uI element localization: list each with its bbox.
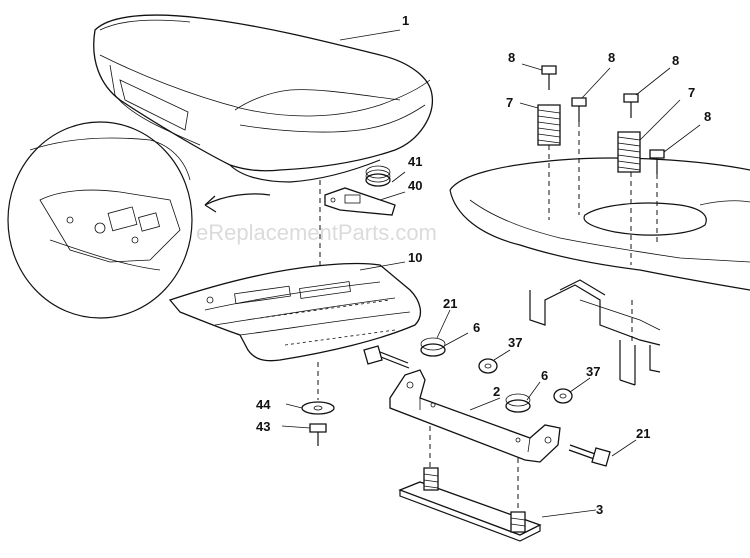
callout-37-lower: 37 — [586, 364, 600, 379]
callout-41: 41 — [408, 154, 422, 169]
callout-37-upper: 37 — [508, 335, 522, 350]
bolt-21-left — [363, 345, 410, 369]
mower-frame — [449, 157, 750, 386]
leader-lines — [281, 29, 701, 518]
washer-44 — [301, 401, 335, 415]
seat-pan — [168, 262, 422, 362]
callout-7-left: 7 — [506, 95, 513, 110]
bolt-21-right — [568, 444, 611, 467]
callout-1: 1 — [402, 13, 409, 28]
callout-8-c: 8 — [672, 53, 679, 68]
spring-7-right — [617, 131, 641, 173]
callout-2: 2 — [493, 384, 500, 399]
callout-44: 44 — [256, 397, 271, 412]
seat — [93, 14, 433, 183]
callout-43: 43 — [256, 419, 270, 434]
callout-10: 10 — [408, 250, 422, 265]
callout-6-upper: 6 — [473, 320, 480, 335]
spacer-37-upper — [478, 358, 498, 374]
spring-41 — [365, 165, 391, 187]
callout-40: 40 — [408, 178, 422, 193]
bracket-2 — [389, 369, 561, 463]
nut-6-lower — [505, 393, 531, 413]
callout-7-right: 7 — [688, 85, 695, 100]
bolts-8 — [541, 65, 665, 174]
spring-7-left — [537, 104, 561, 146]
bolt-43 — [309, 423, 327, 446]
callout-8-b: 8 — [608, 50, 615, 65]
latch-bracket — [324, 187, 396, 216]
spacer-37-lower — [553, 388, 573, 404]
callout-labels: 1 2 3 6 6 7 7 8 8 8 8 10 21 21 37 37 40 … — [256, 13, 711, 517]
callout-8-d: 8 — [704, 109, 711, 124]
callout-21-left: 21 — [443, 296, 457, 311]
nut-6-upper — [420, 337, 446, 357]
callout-8-a: 8 — [508, 50, 515, 65]
callout-3: 3 — [596, 502, 603, 517]
callout-6-lower: 6 — [541, 368, 548, 383]
detail-inset — [7, 121, 271, 319]
plate-3 — [398, 467, 542, 542]
callout-21-right: 21 — [636, 426, 650, 441]
watermark-text: eReplacementParts.com — [196, 220, 437, 245]
